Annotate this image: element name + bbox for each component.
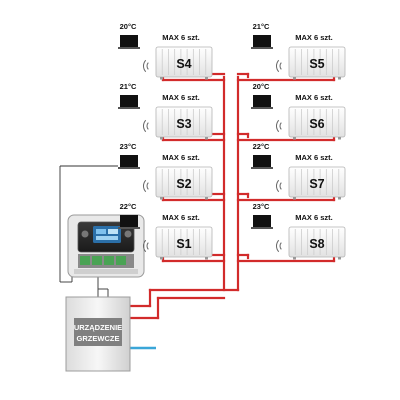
thermostat-base bbox=[251, 47, 273, 49]
zone-s3: 21°C MAX 6 szt. S3 bbox=[118, 82, 213, 140]
wireless-signal-icon bbox=[143, 119, 149, 133]
zone-label: S8 bbox=[309, 237, 324, 251]
thermostat-base bbox=[118, 107, 140, 109]
zones: 20°C MAX 6 szt. S4 21°C MAX 6 szt. S3 23°C MAX … bbox=[118, 22, 346, 260]
zone-label: S7 bbox=[309, 177, 324, 191]
zone-temperature: 20°C bbox=[253, 82, 270, 91]
wireless-signal-icon bbox=[276, 59, 282, 73]
thermostat-wiring bbox=[59, 165, 118, 283]
room-thermostat-icon bbox=[120, 95, 138, 107]
zone-label: S2 bbox=[176, 177, 191, 191]
wireless-signal-icon bbox=[276, 119, 282, 133]
thermostat-base bbox=[118, 167, 140, 169]
zone-s8: 23°C MAX 6 szt. S8 bbox=[251, 202, 346, 260]
wireless-signal-icon bbox=[276, 239, 282, 253]
wireless-signal-icon bbox=[143, 179, 149, 193]
zone-s2: 23°C MAX 6 szt. S2 bbox=[118, 142, 213, 200]
thermostat-base bbox=[118, 47, 140, 49]
zone-temperature: 23°C bbox=[253, 202, 270, 211]
zone-max-units: MAX 6 szt. bbox=[162, 33, 200, 42]
zone-temperature: 21°C bbox=[120, 82, 137, 91]
zone-s1: 22°C MAX 6 szt. S1 bbox=[118, 202, 213, 260]
room-thermostat-icon bbox=[120, 35, 138, 47]
radiator-icon bbox=[288, 166, 346, 200]
zone-label: S1 bbox=[176, 237, 191, 251]
zone-label: S4 bbox=[176, 57, 191, 71]
thermostat-base bbox=[251, 107, 273, 109]
wireless-signal-icon bbox=[143, 59, 149, 73]
zone-max-units: MAX 6 szt. bbox=[295, 33, 333, 42]
room-thermostat-icon bbox=[253, 35, 271, 47]
zone-max-units: MAX 6 szt. bbox=[295, 93, 333, 102]
radiator-icon bbox=[288, 226, 346, 260]
room-thermostat-icon bbox=[253, 95, 271, 107]
room-thermostat-icon bbox=[253, 155, 271, 167]
zone-max-units: MAX 6 szt. bbox=[162, 153, 200, 162]
room-thermostat-icon bbox=[120, 215, 138, 227]
zone-temperature: 22°C bbox=[253, 142, 270, 151]
thermostat-base bbox=[251, 167, 273, 169]
wireless-signal-icon bbox=[276, 179, 282, 193]
thermostat-base bbox=[251, 227, 273, 229]
thermostat-base bbox=[118, 227, 140, 229]
boiler-label-line1: URZĄDZENIE bbox=[74, 323, 122, 332]
zone-temperature: 20°C bbox=[120, 22, 137, 31]
wireless-signal-icon bbox=[143, 239, 149, 253]
room-thermostat-icon bbox=[253, 215, 271, 227]
radiator-icon bbox=[288, 46, 346, 80]
radiator-icon bbox=[155, 106, 213, 140]
radiator-icon bbox=[155, 226, 213, 260]
zone-s5: 21°C MAX 6 szt. S5 bbox=[251, 22, 346, 80]
zone-label: S3 bbox=[176, 117, 191, 131]
zone-max-units: MAX 6 szt. bbox=[295, 153, 333, 162]
boiler-icon bbox=[65, 296, 131, 372]
radiator-icon bbox=[155, 46, 213, 80]
zone-max-units: MAX 6 szt. bbox=[162, 93, 200, 102]
zone-temperature: 22°C bbox=[120, 202, 137, 211]
controller-icon bbox=[67, 214, 145, 278]
zone-max-units: MAX 6 szt. bbox=[162, 213, 200, 222]
zone-temperature: 23°C bbox=[120, 142, 137, 151]
zone-s6: 20°C MAX 6 szt. S6 bbox=[251, 82, 346, 140]
room-thermostat-icon bbox=[120, 155, 138, 167]
boiler-label-line2: GRZEWCZE bbox=[77, 334, 120, 343]
zone-label: S5 bbox=[309, 57, 324, 71]
zone-temperature: 21°C bbox=[253, 22, 270, 31]
radiator-icon bbox=[288, 106, 346, 140]
zone-s4: 20°C MAX 6 szt. S4 bbox=[118, 22, 213, 80]
zone-max-units: MAX 6 szt. bbox=[295, 213, 333, 222]
zone-label: S6 bbox=[309, 117, 324, 131]
zone-s7: 22°C MAX 6 szt. S7 bbox=[251, 142, 346, 200]
radiator-icon bbox=[155, 166, 213, 200]
